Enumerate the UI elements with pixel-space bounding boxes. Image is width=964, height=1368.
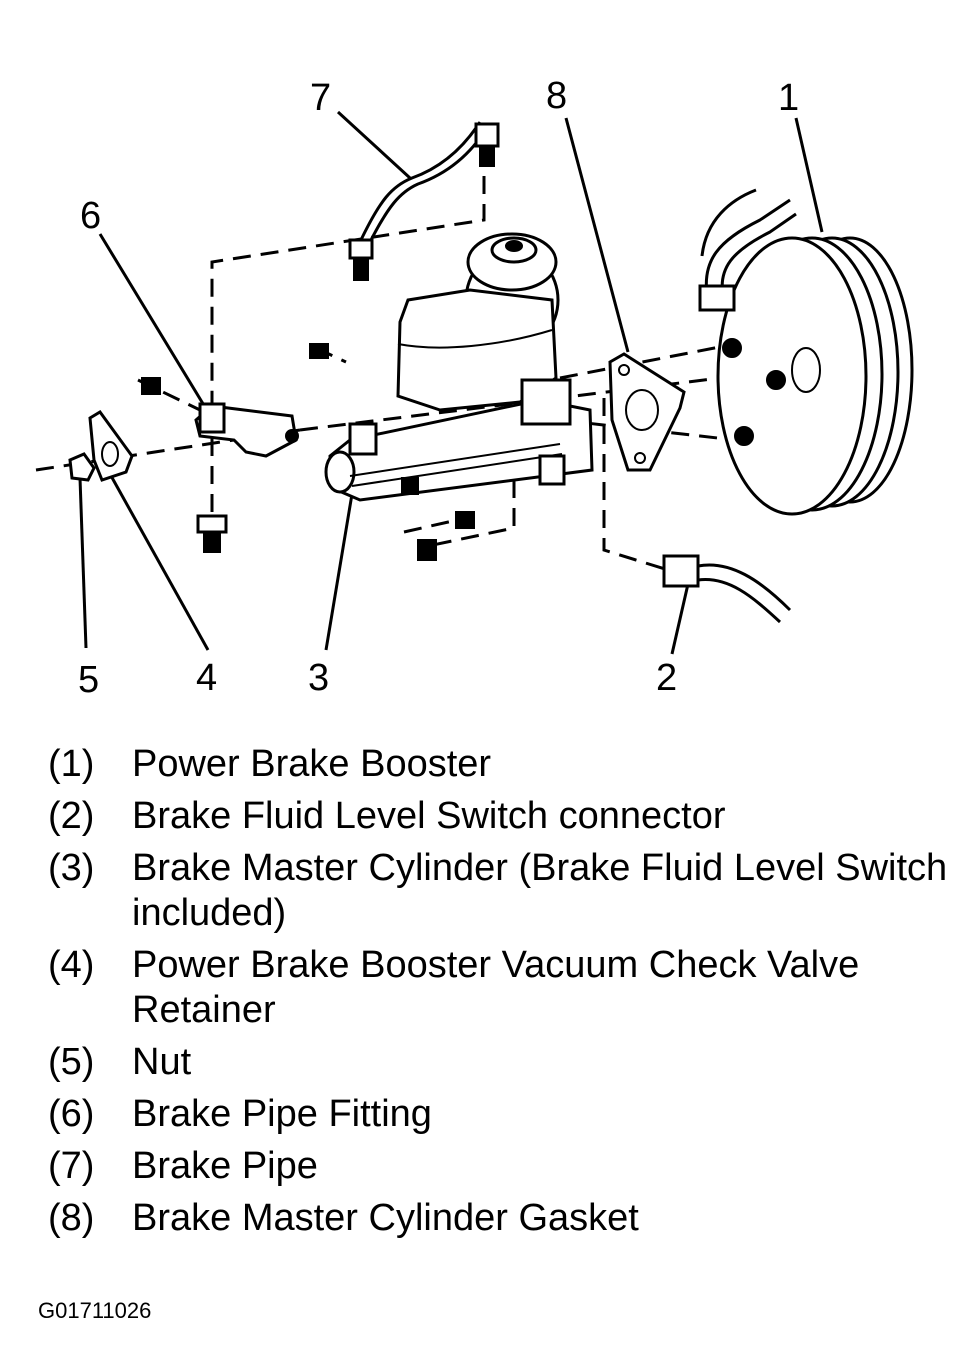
legend-item: (4) Power Brake Booster Vacuum Check Valv… (48, 943, 948, 1033)
legend-text: Nut (132, 1041, 192, 1083)
legend-item: (1) Power Brake Booster (48, 742, 948, 787)
legend-number: (4) (48, 944, 95, 986)
legend-number: (6) (48, 1093, 95, 1135)
callout-6: 6 (80, 195, 101, 237)
legend-item: (2) Brake Fluid Level Switch connector (48, 794, 948, 839)
legend-item: (6) Brake Pipe Fitting (48, 1092, 948, 1137)
leader-lines (78, 110, 824, 655)
figure-id: G01711026 (38, 1298, 152, 1323)
legend-number: (1) (48, 743, 95, 785)
legend-number: (2) (48, 795, 95, 837)
legend-text: Power Brake Booster (132, 743, 492, 785)
alignment-lines (35, 176, 736, 572)
brake-pipe-fitting (141, 343, 329, 553)
callout-7: 7 (310, 77, 331, 119)
brake-pipe (348, 121, 500, 281)
legend-item: (8) Brake Master Cylinder Gasket (48, 1196, 948, 1241)
master-cylinder (324, 232, 594, 502)
legend-text: Brake Fluid Level Switch connector (132, 795, 726, 837)
retainer-and-nut (68, 410, 475, 561)
callout-4: 4 (196, 657, 217, 699)
callout-2: 2 (656, 657, 677, 699)
legend-number: (8) (48, 1197, 95, 1239)
fluid-level-switch-connector (662, 554, 792, 624)
legend-number: (5) (48, 1041, 95, 1083)
legend-item: (3) Brake Master Cylinder (Brake Fluid Le… (48, 846, 948, 936)
legend-text: Brake Pipe Fitting (132, 1093, 432, 1135)
callout-1: 1 (778, 77, 799, 119)
master-cylinder-gasket (608, 352, 686, 472)
power-brake-booster (698, 188, 914, 516)
callout-5: 5 (78, 659, 99, 701)
legend-number: (3) (48, 847, 95, 889)
legend-text: Brake Master Cylinder Gasket (132, 1197, 639, 1239)
legend-text: Brake Master Cylinder (Brake Fluid Level… (132, 847, 948, 934)
legend-number: (7) (48, 1145, 95, 1187)
legend: (1) Power Brake Booster (2) Brake Fluid Lev… (48, 742, 948, 1248)
legend-text: Brake Pipe (132, 1145, 318, 1187)
callout-8: 8 (546, 75, 567, 117)
legend-item: (7) Brake Pipe (48, 1144, 948, 1189)
callout-3: 3 (308, 657, 329, 699)
legend-item: (5) Nut (48, 1040, 948, 1085)
legend-text: Power Brake Booster Vacuum Check Valve R… (132, 944, 860, 1031)
exploded-view-illustration: 7 8 1 6 5 4 3 2 (35, 75, 914, 701)
